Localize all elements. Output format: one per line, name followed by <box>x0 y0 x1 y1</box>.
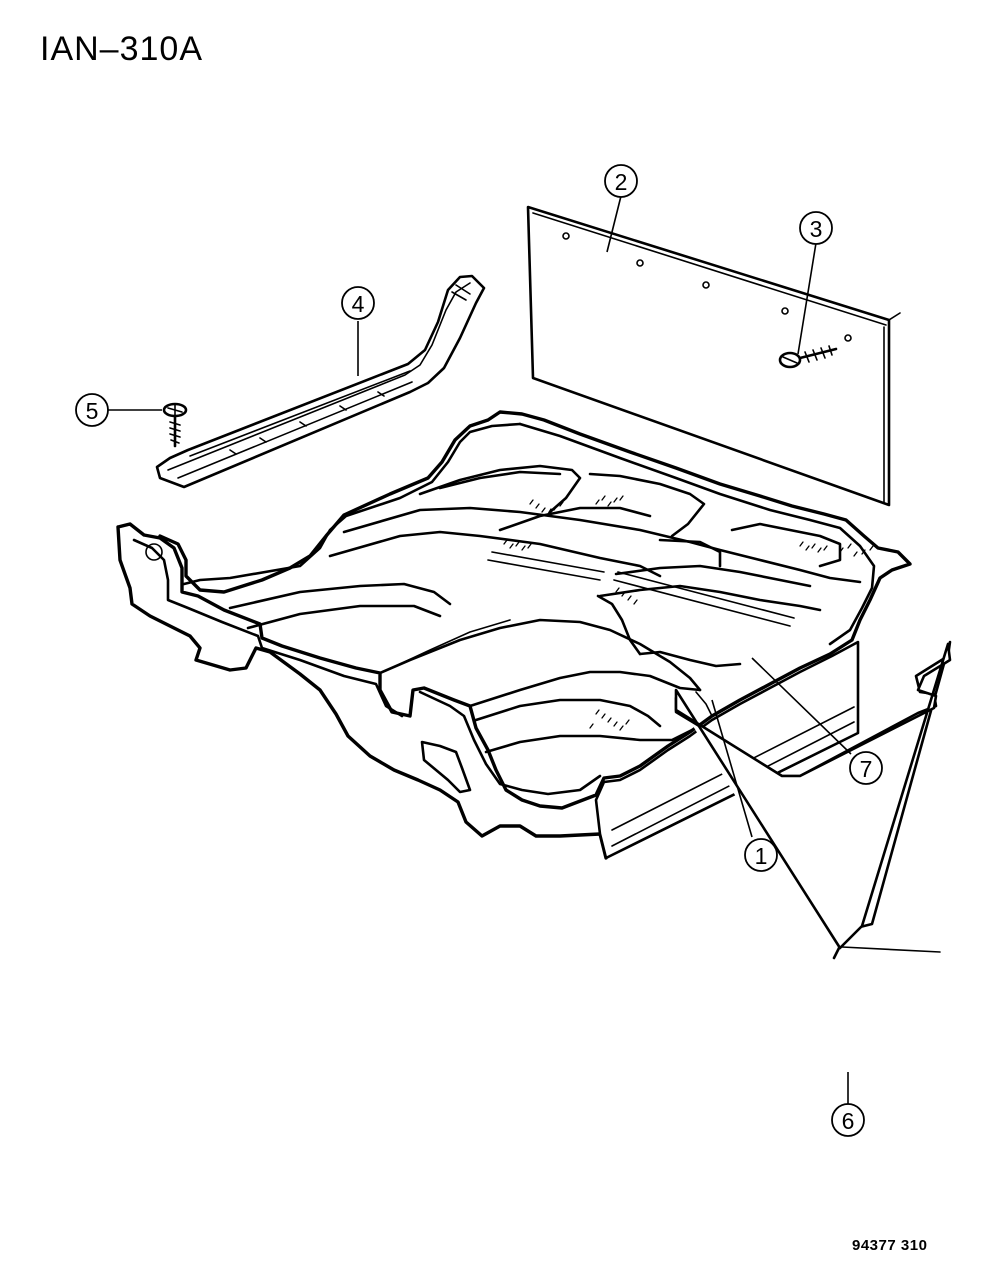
floor-mat <box>674 640 952 960</box>
callout-7: 7 <box>849 751 883 785</box>
callout-number: 1 <box>755 843 768 869</box>
callout-number: 5 <box>86 398 99 424</box>
callout-3: 3 <box>799 211 833 245</box>
rear-panel-insulator <box>526 205 901 507</box>
callout-circle <box>341 286 375 320</box>
callout-circle <box>849 751 883 785</box>
callout-circle <box>831 1103 865 1137</box>
diagram-id: IAN–310A <box>40 30 203 68</box>
callout-6: 6 <box>831 1103 865 1137</box>
callout-number: 4 <box>352 291 365 317</box>
callout-circle <box>604 164 638 198</box>
callout-number: 6 <box>842 1108 855 1134</box>
callouts: 1 2 3 4 5 6 7 <box>75 164 883 1137</box>
callout-number: 2 <box>615 169 628 195</box>
callout-circle <box>744 838 778 872</box>
carpet-texture <box>503 495 874 731</box>
sill-scuff-plate <box>155 274 486 489</box>
push-pin-fastener <box>778 345 838 369</box>
scuff-plate-screw <box>162 402 188 448</box>
callout-circle <box>799 211 833 245</box>
callout-4: 4 <box>341 286 375 320</box>
callout-leaders <box>107 195 852 1104</box>
callout-circle <box>75 393 109 427</box>
callout-5: 5 <box>75 393 109 427</box>
figure-code: 94377 310 <box>852 1237 927 1254</box>
callout-2: 2 <box>604 164 638 198</box>
callout-number: 3 <box>810 216 823 242</box>
callout-number: 7 <box>860 756 873 782</box>
callout-1: 1 <box>744 838 778 872</box>
